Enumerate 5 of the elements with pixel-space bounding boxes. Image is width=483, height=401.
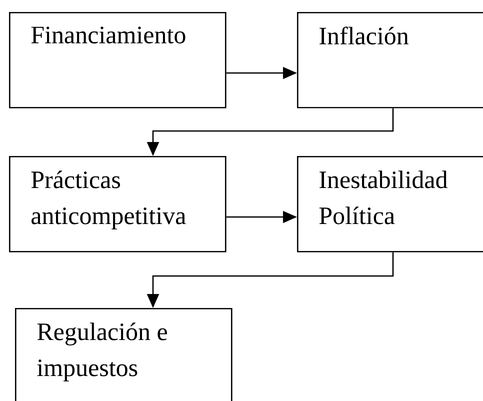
text-box: Prácticas anticompetitiva xyxy=(9,156,226,252)
text-box: Regulación e impuestos xyxy=(15,308,232,401)
text-box: Financiamiento xyxy=(9,12,226,108)
text-box: Inflación xyxy=(297,12,483,108)
text-box: Inestabilidad Política xyxy=(297,156,483,252)
